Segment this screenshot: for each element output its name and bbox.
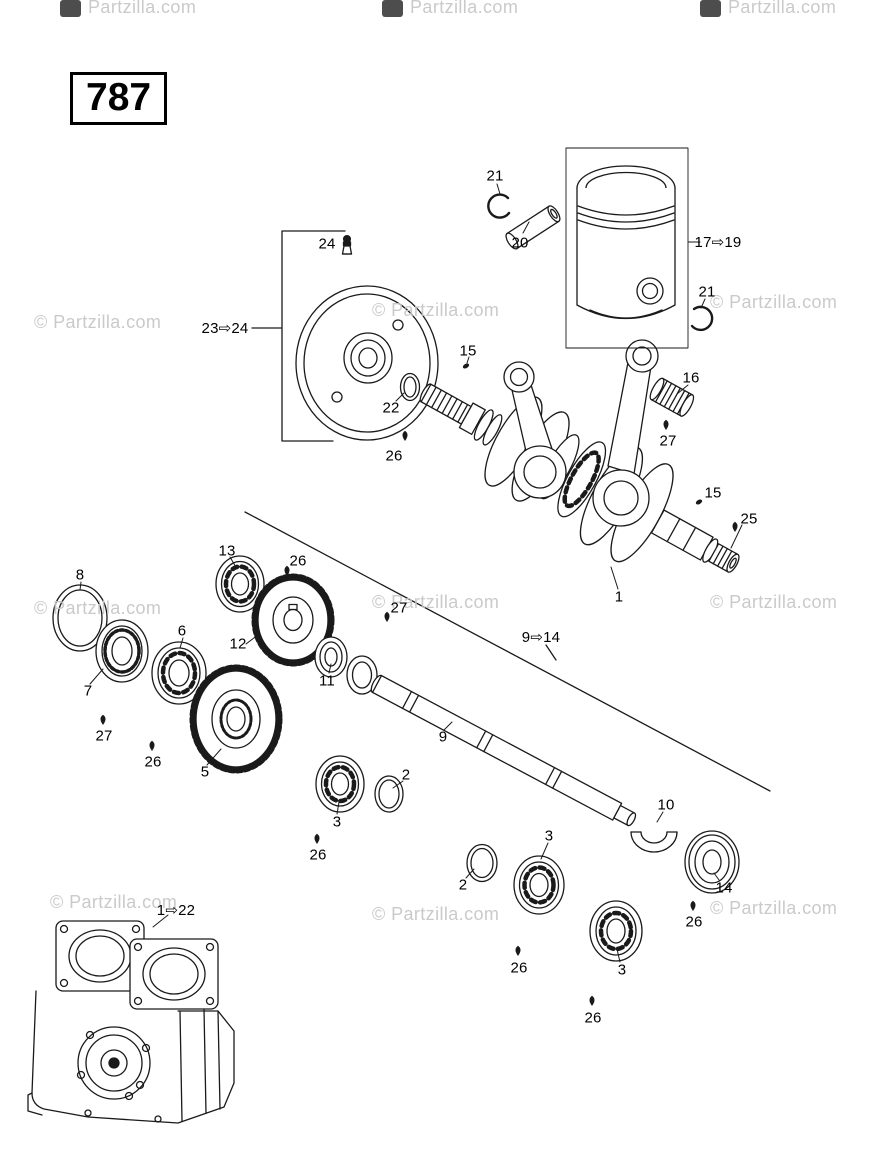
model-badge: 787: [70, 72, 168, 125]
crankshaft-1: [419, 383, 740, 573]
bearing-3b: [513, 855, 565, 915]
bearing-3a: [315, 755, 365, 813]
model-number: 787: [86, 76, 152, 119]
bearing-half-ring-10: [630, 831, 678, 853]
circlip-21-top-icon: [487, 193, 511, 219]
oring-2a: [374, 775, 404, 813]
bearing-3c: [589, 900, 643, 962]
dowel-pin-15-icons: [462, 363, 703, 505]
bearing-14: [684, 830, 740, 894]
leader-lines: [79, 183, 743, 963]
bearing-6: [151, 641, 207, 705]
balance-gear-12: [251, 573, 335, 667]
gear-5: [189, 664, 283, 774]
engine-block-1-22: [27, 920, 235, 1124]
pto-flywheel-23-24: [295, 285, 439, 441]
circlip-21-right-icon: [690, 305, 714, 332]
connecting-rods: [503, 339, 659, 527]
wrist-pin-20-icon: [505, 205, 561, 250]
seal-7: [95, 619, 149, 683]
spline-bushing-16: [649, 377, 695, 417]
balance-shaft-9: [370, 674, 637, 827]
bearing-13: [215, 555, 265, 613]
oring-22: [399, 372, 421, 402]
oring-2b: [466, 843, 498, 883]
bearing-11: [314, 636, 378, 695]
bracket-23-24: [251, 230, 346, 442]
group-line-9-14: [244, 511, 771, 792]
grease-fitting-24-icon: [341, 234, 353, 255]
piston-assembly-17-19: [565, 147, 689, 349]
